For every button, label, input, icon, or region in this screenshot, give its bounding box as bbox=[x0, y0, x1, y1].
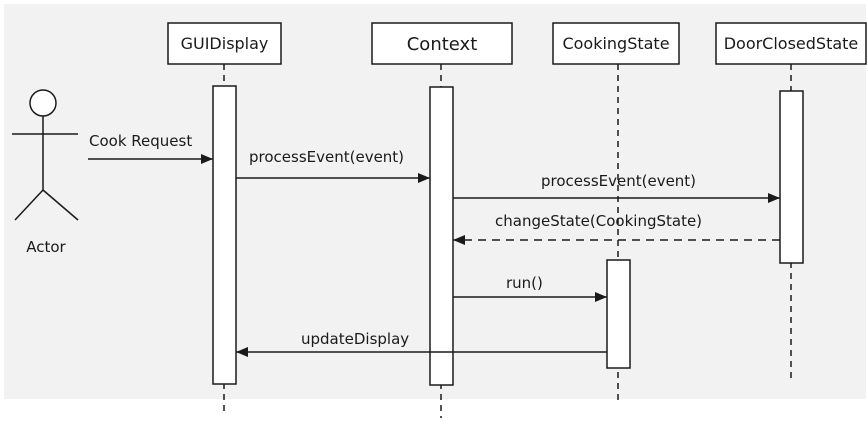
lifeline-label-cookingstate: CookingState bbox=[562, 34, 669, 53]
message-label-cook-request: Cook Request bbox=[89, 132, 192, 150]
actor-right-leg bbox=[42, 189, 79, 221]
message-process-event-context-to-door: processEvent(event) bbox=[453, 172, 780, 203]
activation-bar-guidisplay bbox=[212, 85, 237, 385]
lifeline-box-doorclosedstate bbox=[715, 22, 867, 65]
lifeline-context: Context bbox=[371, 22, 513, 418]
lifeline-box-cookingstate bbox=[552, 22, 680, 65]
message-label-run: run() bbox=[506, 274, 543, 292]
activation-bar-cookingstate bbox=[606, 259, 631, 369]
message-label-process-event-gui-to-context: processEvent(event) bbox=[249, 148, 404, 166]
activation-bar-context bbox=[429, 86, 454, 386]
message-cook-request: Cook Request bbox=[88, 132, 213, 164]
message-label-update-display: updateDisplay bbox=[301, 330, 409, 348]
message-label-change-state: changeState(CookingState) bbox=[495, 212, 702, 230]
lifeline-label-doorclosedstate: DoorClosedState bbox=[724, 34, 859, 53]
lifeline-label-guidisplay: GUIDisplay bbox=[181, 34, 269, 53]
message-run: run() bbox=[453, 274, 607, 302]
lifeline-cookingstate: CookingState bbox=[552, 22, 680, 400]
lifeline-box-context bbox=[371, 22, 513, 65]
message-label-process-event-context-to-door: processEvent(event) bbox=[541, 172, 696, 190]
actor-left-leg bbox=[14, 189, 44, 221]
message-change-state: changeState(CookingState) bbox=[453, 212, 780, 245]
activation-bar-doorclosedstate bbox=[779, 90, 804, 264]
lifeline-box-guidisplay bbox=[167, 22, 282, 65]
actor-head bbox=[29, 89, 57, 117]
lifeline-guidisplay: GUIDisplay bbox=[167, 22, 282, 412]
actor-label: Actor bbox=[26, 238, 66, 256]
actor bbox=[12, 89, 79, 221]
lifeline-doorclosedstate: DoorClosedState bbox=[715, 22, 867, 378]
message-update-display: updateDisplay bbox=[236, 330, 607, 357]
message-process-event-gui-to-context: processEvent(event) bbox=[236, 148, 430, 183]
lifeline-label-context: Context bbox=[407, 34, 478, 55]
